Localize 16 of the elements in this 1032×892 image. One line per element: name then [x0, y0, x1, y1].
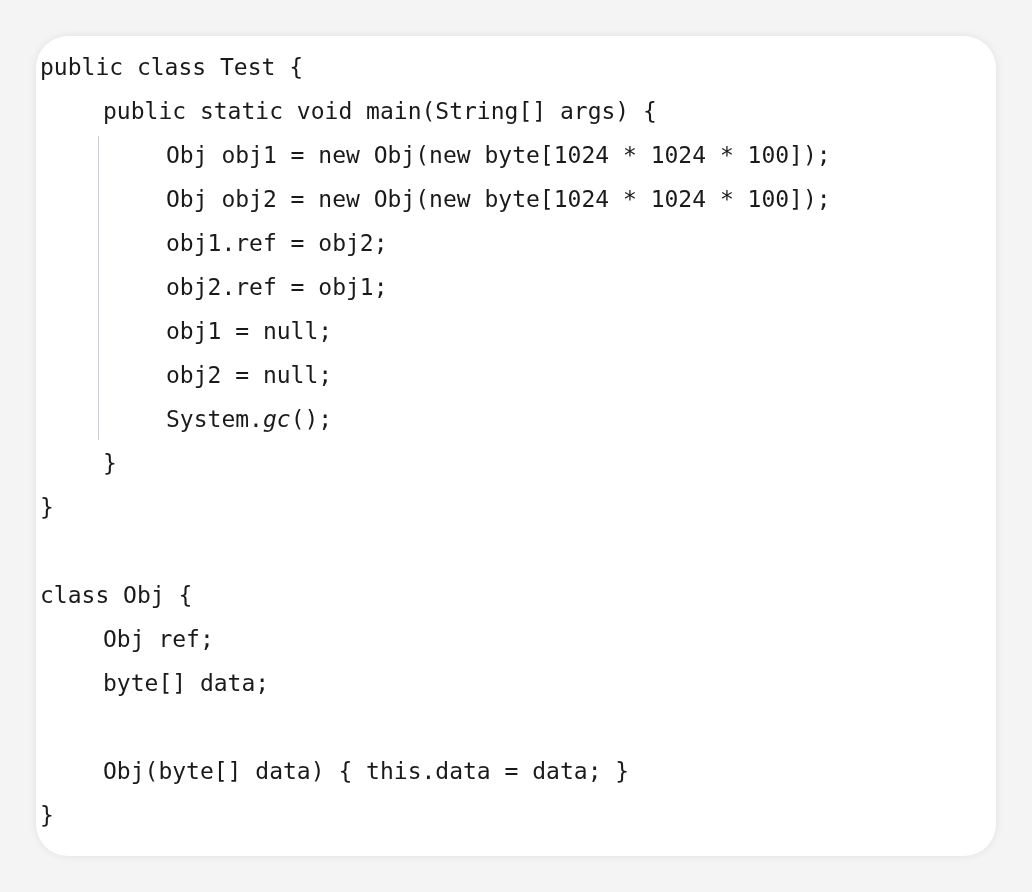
code-line: byte[] data; — [103, 669, 270, 698]
code-line: System.gc(); — [166, 405, 333, 434]
code-line: public static void main(String[] args) { — [103, 97, 657, 126]
code-line: obj1.ref = obj2; — [166, 229, 388, 258]
code-line: } — [40, 493, 54, 522]
code-line: Obj obj1 = new Obj(new byte[1024 * 1024 * 100]); — [166, 141, 831, 170]
code-line: Obj ref; — [103, 625, 214, 654]
code-line: obj1 = null; — [166, 317, 333, 346]
code-line: Obj obj2 = new Obj(new byte[1024 * 1024 * 100]); — [166, 185, 831, 214]
code-line: class Obj { — [40, 581, 193, 610]
code-line: obj2.ref = obj1; — [166, 273, 388, 302]
code-line: } — [40, 801, 54, 830]
code-line: public class Test { — [40, 53, 304, 82]
code-line: obj2 = null; — [166, 361, 333, 390]
code-line: Obj(byte[] data) { this.data = data; } — [103, 757, 630, 786]
code-line: } — [103, 449, 117, 478]
